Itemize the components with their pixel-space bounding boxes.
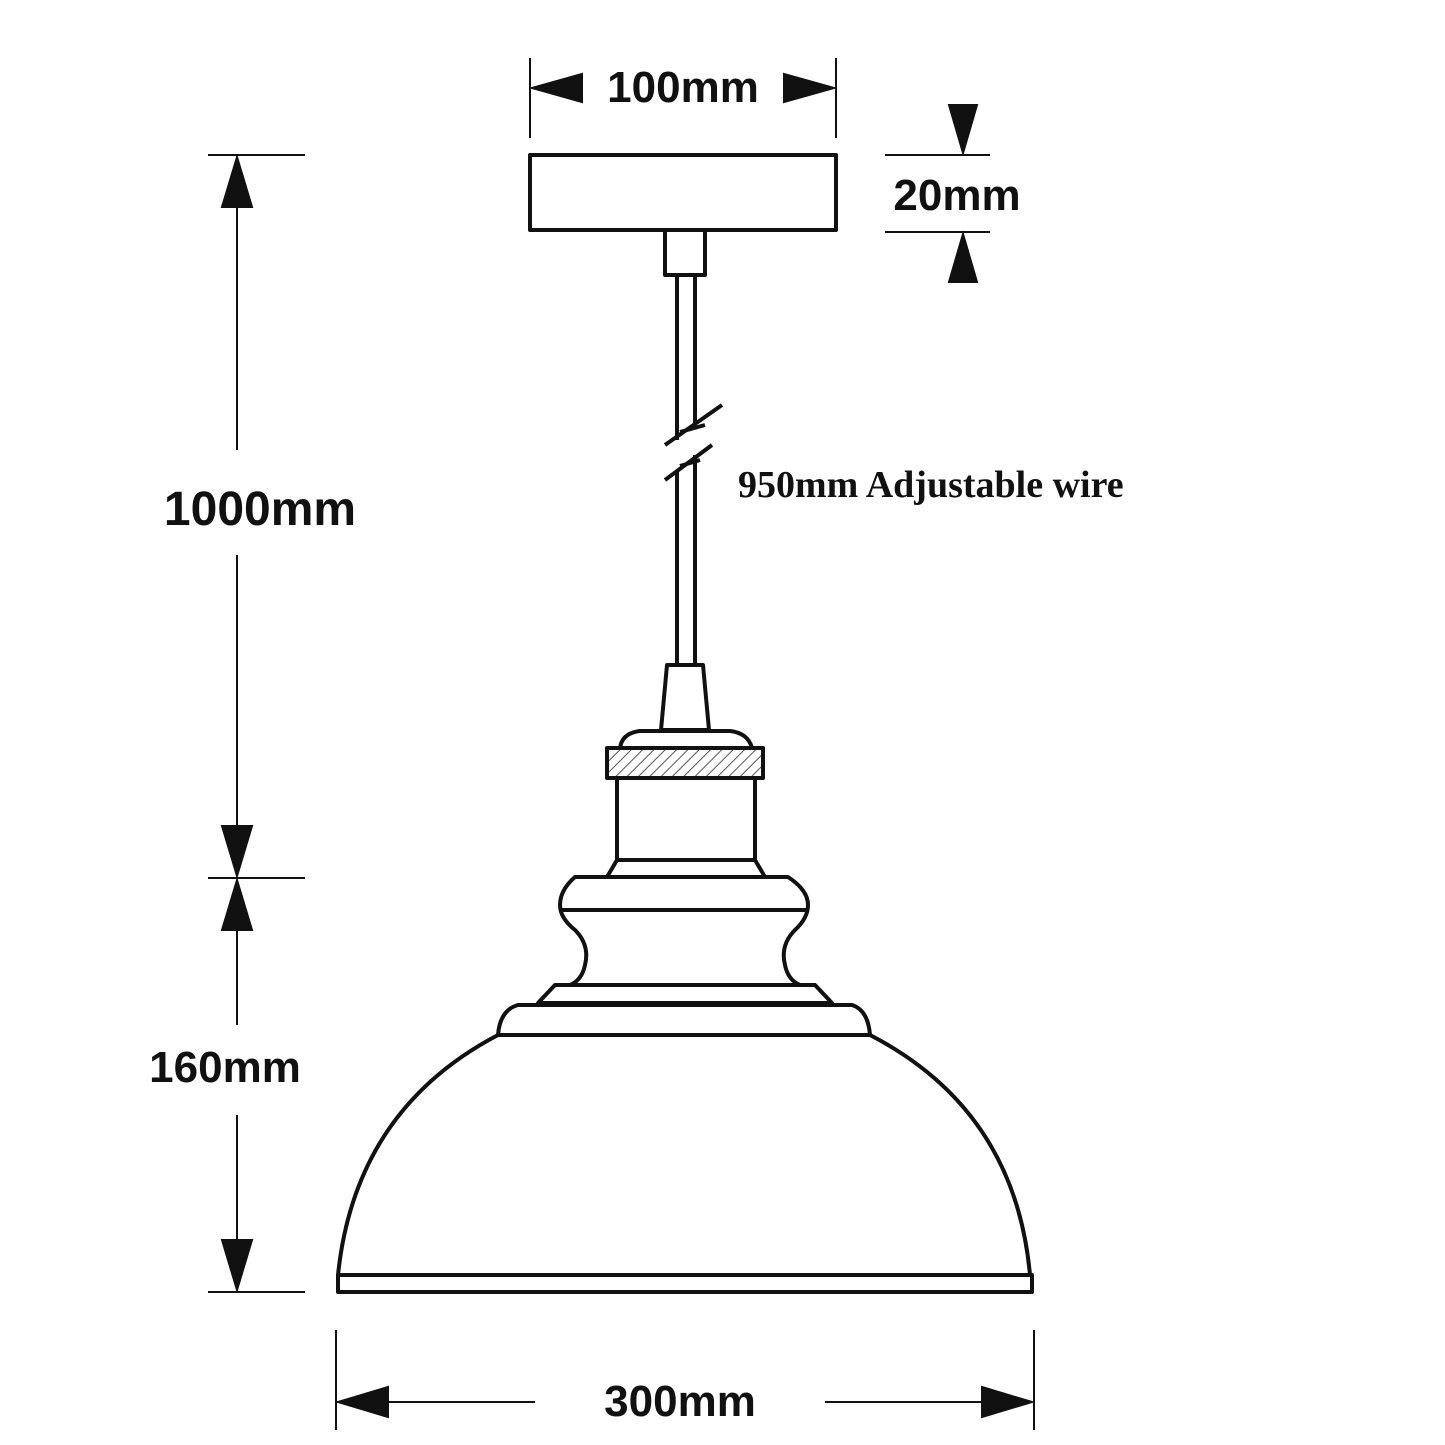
- shade-neck: [558, 875, 810, 987]
- canopy-connector: [663, 228, 707, 277]
- wire: [663, 275, 724, 665]
- canopy-height-label: 20mm: [893, 171, 1021, 220]
- socket-body: [615, 776, 757, 862]
- canopy-width-label: 100mm: [607, 63, 759, 112]
- shade-height-label: 160mm: [149, 1043, 301, 1092]
- canopy: [528, 153, 838, 232]
- socket-cap: [618, 729, 754, 749]
- socket-ring: [605, 746, 765, 780]
- shade-dome: [336, 1033, 1032, 1277]
- shade-diameter-label: 300mm: [604, 1377, 756, 1426]
- dimension-lines: [208, 58, 1036, 1430]
- wire-note: 950mm Adjustable wire: [738, 464, 1124, 506]
- strain-relief: [659, 663, 711, 732]
- total-drop-label: 1000mm: [163, 483, 357, 536]
- shade-rim: [336, 1273, 1034, 1294]
